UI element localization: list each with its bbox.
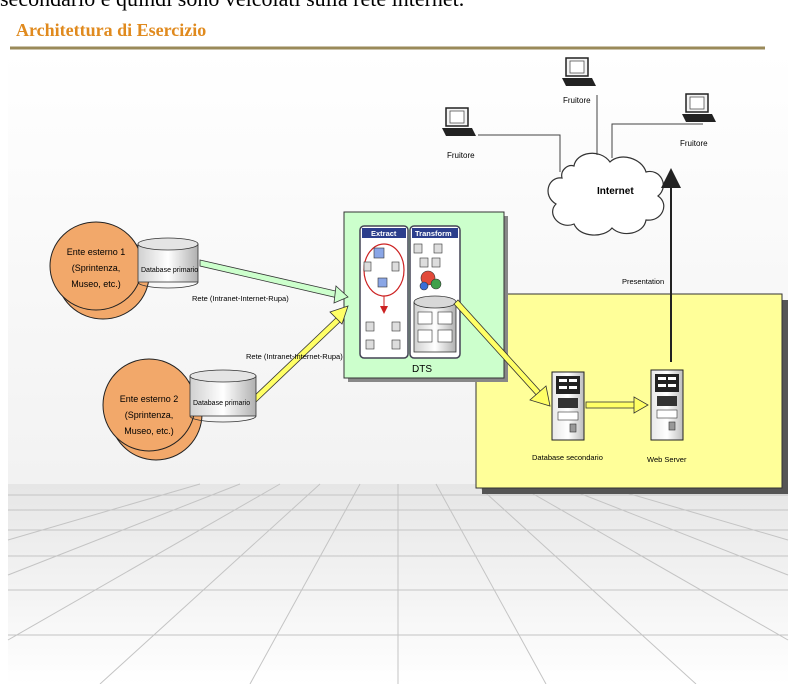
transform-panel: Transform [409, 225, 461, 359]
floor-grid [7, 483, 789, 684]
client-3-label: Fruitore [680, 139, 708, 148]
link-entity-1 [199, 259, 349, 304]
database-primary-1[interactable]: Database primario [137, 237, 199, 289]
client-1[interactable]: Fruitore [562, 57, 596, 105]
client-1-label: Fruitore [563, 96, 591, 105]
internet-cloud [547, 152, 665, 236]
entity-2[interactable]: Ente esterno 2 (Sprintenza, Museo, etc.) [102, 358, 203, 461]
database-secondary-label: Database secondario [532, 453, 603, 462]
entity-1-line2: (Sprintenza, [72, 263, 121, 273]
link-db-to-web [585, 396, 649, 414]
entity-2-line2: (Sprintenza, [125, 410, 174, 420]
server-zone [475, 293, 783, 489]
transform-label: Transform [415, 229, 452, 238]
link-label-1: Rete (Intranet-Internet-Rupa) [192, 294, 289, 303]
entity-2-line1: Ente esterno 2 [120, 394, 179, 404]
web-server-label: Web Server [647, 455, 687, 464]
internet-label: Internet [597, 186, 634, 197]
page-title: Architettura di Esercizio [16, 20, 207, 40]
entity-1-line1: Ente esterno 1 [67, 247, 126, 257]
database-secondary-server[interactable] [551, 371, 585, 441]
client-2-label: Fruitore [447, 151, 475, 160]
client-2[interactable]: Fruitore [442, 107, 476, 160]
client-3[interactable]: Fruitore [680, 93, 716, 148]
database-primary-1-label: Database primario [141, 267, 198, 274]
dts-label: DTS [412, 364, 432, 375]
database-primary-2[interactable]: Database primario [189, 369, 257, 423]
entity-1-line3: Museo, etc.) [71, 279, 121, 289]
presentation-label: Presentation [622, 277, 664, 286]
link-label-2: Rete (Intranet-Internet-Rupa) [246, 352, 343, 361]
client-links [478, 95, 703, 172]
extract-panel: Extract [359, 225, 409, 359]
extract-label: Extract [371, 229, 397, 238]
overflow-text: secondario e quindi sono veicolati sulla… [0, 0, 795, 12]
entity-2-line3: Museo, etc.) [124, 426, 174, 436]
web-server[interactable] [650, 369, 684, 441]
entity-1[interactable]: Ente esterno 1 (Sprintenza, Museo, etc.) [49, 221, 150, 320]
database-primary-2-label: Database primario [193, 400, 250, 407]
link-dts-to-db [453, 299, 551, 407]
